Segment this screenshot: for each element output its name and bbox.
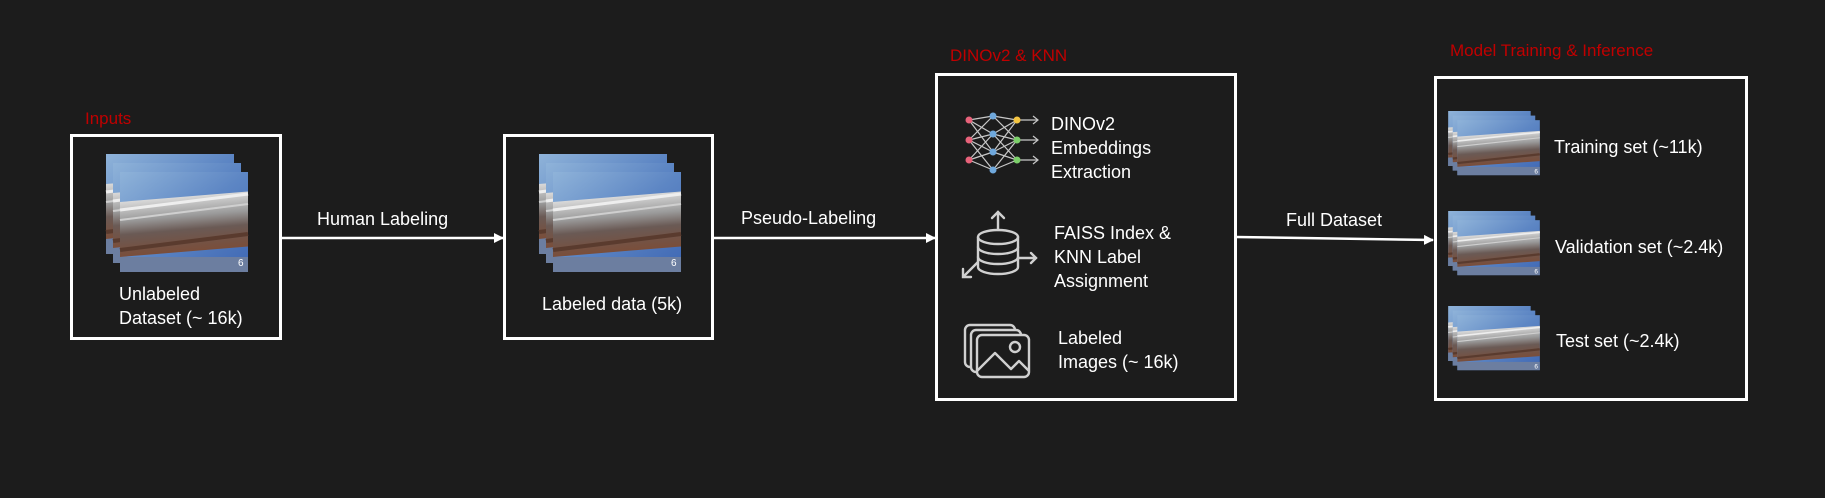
dino-knn-section-title: DINOv2 & KNN [950, 46, 1068, 65]
image-stack-icon: 6 [106, 154, 246, 272]
validation-set-label: Validation set (~2.4k) [1555, 237, 1724, 257]
inputs-section-title: Inputs [85, 109, 132, 128]
training-box: 6 Training set (~11k) 6 Validation set (… [1434, 76, 1748, 401]
image-stack-icon: 6 [539, 154, 679, 272]
neural-network-icon [965, 112, 1039, 174]
dino-item-faiss-label: FAISS Index & KNN Label Assignment [1054, 223, 1172, 291]
labeled-data-box: 6 Labeled data (5k) [503, 134, 714, 340]
training-set-label: Training set (~11k) [1554, 137, 1703, 157]
images-stack-icon [963, 323, 1031, 379]
test-set-label: Test set (~2.4k) [1556, 331, 1680, 351]
thumb-badge: 6 [1534, 363, 1538, 370]
dino-knn-box: DINOv2 Embeddings Extraction FAISS Index… [935, 73, 1237, 401]
edge-label-pseudo-labeling: Pseudo-Labeling [741, 208, 877, 228]
inputs-box: 6 Unlabeled Dataset (~ 16k) [70, 134, 282, 340]
image-stack-icon: 6 [1446, 304, 1542, 372]
inputs-caption: Unlabeled Dataset (~ 16k) [119, 284, 243, 328]
edge-label-human-labeling: Human Labeling [317, 209, 449, 229]
dino-item-embeddings-label: DINOv2 Embeddings Extraction [1051, 114, 1152, 182]
arrow-dino-to-training [1235, 234, 1434, 245]
image-stack-icon: 6 [1446, 109, 1542, 177]
training-section-title: Model Training & Inference [1450, 41, 1654, 60]
labeled-data-caption: Labeled data (5k) [542, 294, 683, 314]
thumb-badge: 6 [671, 258, 677, 269]
edge-label-full-dataset: Full Dataset [1286, 210, 1383, 230]
thumb-badge: 6 [1534, 268, 1538, 275]
database-icon [961, 210, 1038, 279]
dino-item-labeled-images-label: Labeled Images (~ 16k) [1058, 328, 1179, 372]
image-stack-icon: 6 [1446, 209, 1542, 277]
thumb-badge: 6 [1534, 168, 1538, 175]
thumb-badge: 6 [238, 258, 244, 269]
